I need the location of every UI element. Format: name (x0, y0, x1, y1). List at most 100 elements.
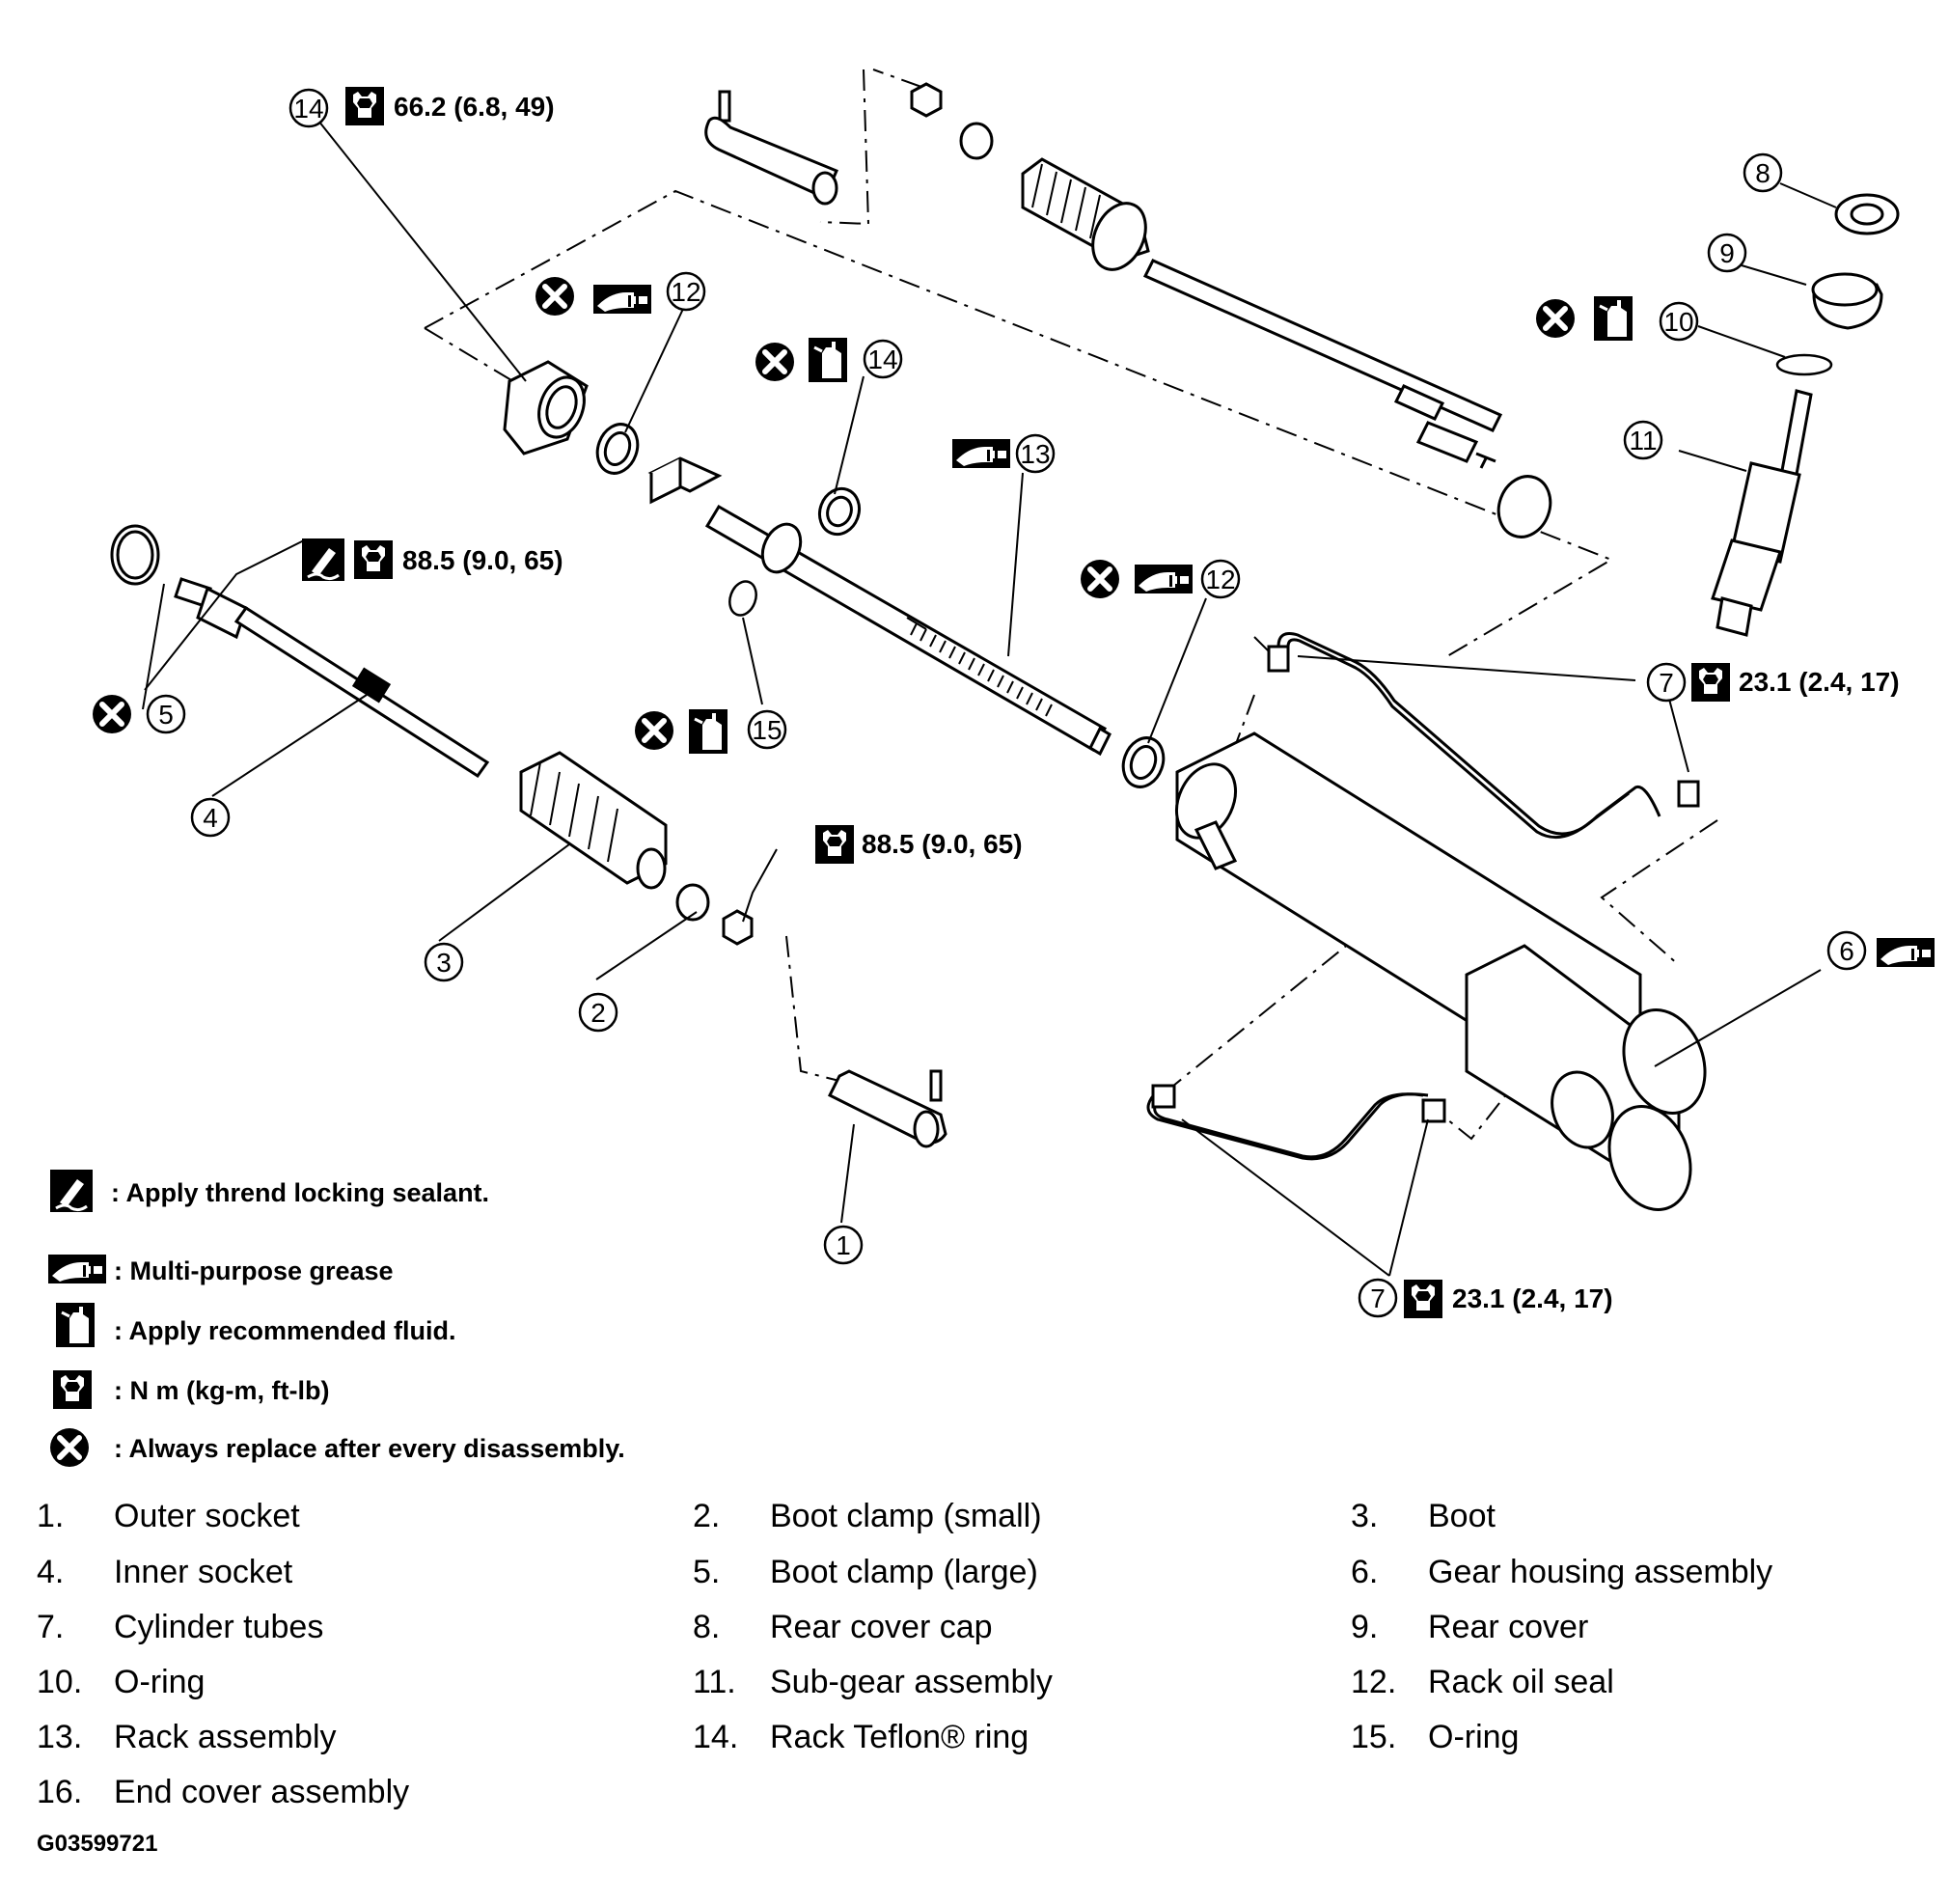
replace-icon (1081, 560, 1119, 598)
part-1-outer-socket (827, 1069, 947, 1148)
replace-icon (93, 695, 131, 733)
callout-4 (190, 797, 231, 838)
parts-name: Boot (1428, 1498, 1496, 1534)
parts-num: 7. (37, 1609, 64, 1645)
callout-8 (1743, 152, 1783, 193)
parts-name: O-ring (1428, 1719, 1519, 1755)
part-2-boot-clamp (675, 883, 710, 922)
parts-num: 15. (1351, 1719, 1396, 1755)
torque-label-nut: 88.5 (9.0, 65) (862, 829, 1023, 859)
parts-list: 1. Outer socket 2. Boot clamp (small) 3.… (37, 1498, 1772, 1810)
part-14-teflon-ring (817, 486, 862, 537)
part-15-o-ring (728, 580, 757, 617)
part-13-rack (647, 456, 1112, 757)
fluid-icon (687, 707, 729, 756)
fluid-icon (807, 336, 849, 384)
legend: : Apply thrend locking sealant. : Multi-… (48, 1168, 625, 1467)
torque-icon (354, 540, 393, 579)
grease-icon (952, 439, 1010, 468)
part-16-end-cover (503, 360, 589, 455)
grease-icon (1135, 565, 1193, 593)
replace-icon (535, 277, 574, 316)
part-6-gear-housing (1175, 731, 1707, 1211)
part-9-rear-cover (1811, 272, 1883, 330)
parts-num: 16. (37, 1774, 82, 1810)
parts-name: Cylinder tubes (114, 1609, 323, 1645)
figure-id: G03599721 (37, 1831, 157, 1857)
legend-sealant-icon (48, 1168, 95, 1214)
sealant-icon (300, 537, 346, 583)
part-11-sub-gear (1711, 389, 1813, 637)
part-3-boot (519, 751, 668, 890)
grease-icon (1877, 938, 1935, 967)
parts-name: O-ring (114, 1664, 205, 1700)
callout-16 (288, 88, 329, 128)
torque-label-7-lower: 23.1 (2.4, 17) (1452, 1283, 1613, 1313)
callout-14 (863, 339, 903, 379)
parts-num: 4. (37, 1554, 64, 1590)
callout-2-label: 2 (590, 998, 606, 1028)
parts-name: Sub-gear assembly (770, 1664, 1053, 1700)
legend-sealant-text: : Apply thrend locking sealant. (111, 1178, 489, 1207)
torque-icon (1404, 1280, 1442, 1318)
callout-1 (823, 1225, 864, 1265)
parts-name: Inner socket (114, 1554, 293, 1590)
torque-label-16: 66.2 (6.8, 49) (394, 92, 555, 122)
part-5-boot-clamp (110, 524, 160, 586)
callout-16-label: 14 (293, 94, 323, 124)
grease-icon (593, 285, 651, 314)
replace-icon (635, 711, 673, 750)
callout-15 (747, 709, 787, 750)
fluid-icon (1592, 294, 1634, 343)
parts-num: 9. (1351, 1609, 1378, 1645)
callout-10 (1659, 301, 1699, 342)
upper-outer-socket (704, 90, 838, 206)
torque-icon (1691, 663, 1730, 702)
parts-name: Rack Teflon® ring (770, 1719, 1029, 1755)
callout-7-lower-label: 7 (1370, 1283, 1386, 1313)
torque-label-inner-socket: 88.5 (9.0, 65) (402, 545, 563, 575)
legend-replace-text: : Always replace after every disassembly… (114, 1434, 625, 1463)
callout-11-label: 11 (1629, 426, 1657, 455)
callout-9-label: 9 (1719, 238, 1735, 268)
parts-name: Rack assembly (114, 1719, 337, 1755)
legend-fluid-text: : Apply recommended fluid. (114, 1316, 456, 1345)
parts-num: 11. (693, 1664, 736, 1700)
legend-replace-icon (50, 1428, 89, 1467)
assembly-dashed-lines (424, 69, 1718, 1141)
callout-7-upper (1646, 662, 1687, 703)
replace-icon (1536, 299, 1575, 338)
parts-num: 8. (693, 1609, 720, 1645)
upper-boot (1021, 157, 1150, 271)
parts-num: 3. (1351, 1498, 1378, 1534)
torque-label-7-upper: 23.1 (2.4, 17) (1739, 667, 1900, 697)
legend-grease-icon (48, 1255, 106, 1283)
parts-num: 14. (693, 1719, 738, 1755)
upper-nut-clamp (910, 82, 994, 160)
parts-num: 1. (37, 1498, 64, 1534)
parts-num: 6. (1351, 1554, 1378, 1590)
callout-6-label: 6 (1839, 936, 1854, 966)
callout-12-upper (666, 271, 706, 312)
upper-inner-socket (1142, 259, 1503, 469)
torque-icon (345, 87, 384, 125)
parts-name: Rack oil seal (1428, 1664, 1614, 1700)
callout-11 (1623, 420, 1663, 460)
callout-3 (424, 942, 464, 982)
upper-right-ring (1496, 475, 1552, 538)
part-12-oil-seal-left (595, 423, 640, 475)
part-10-o-ring (1775, 353, 1833, 376)
callout-15-label: 15 (752, 715, 782, 745)
callout-4-label: 4 (203, 803, 218, 833)
callout-3-label: 3 (436, 948, 452, 978)
parts-name: Boot clamp (large) (770, 1554, 1038, 1590)
part-4-inner-socket (174, 577, 490, 779)
callout-12-upper-label: 12 (671, 277, 700, 307)
callout-8-label: 8 (1755, 158, 1771, 188)
lower-nut (722, 909, 754, 946)
parts-name: Rear cover cap (770, 1609, 993, 1645)
callout-13-label: 13 (1020, 439, 1050, 469)
legend-fluid-icon (54, 1301, 96, 1349)
callout-12-lower-label: 12 (1205, 565, 1235, 594)
